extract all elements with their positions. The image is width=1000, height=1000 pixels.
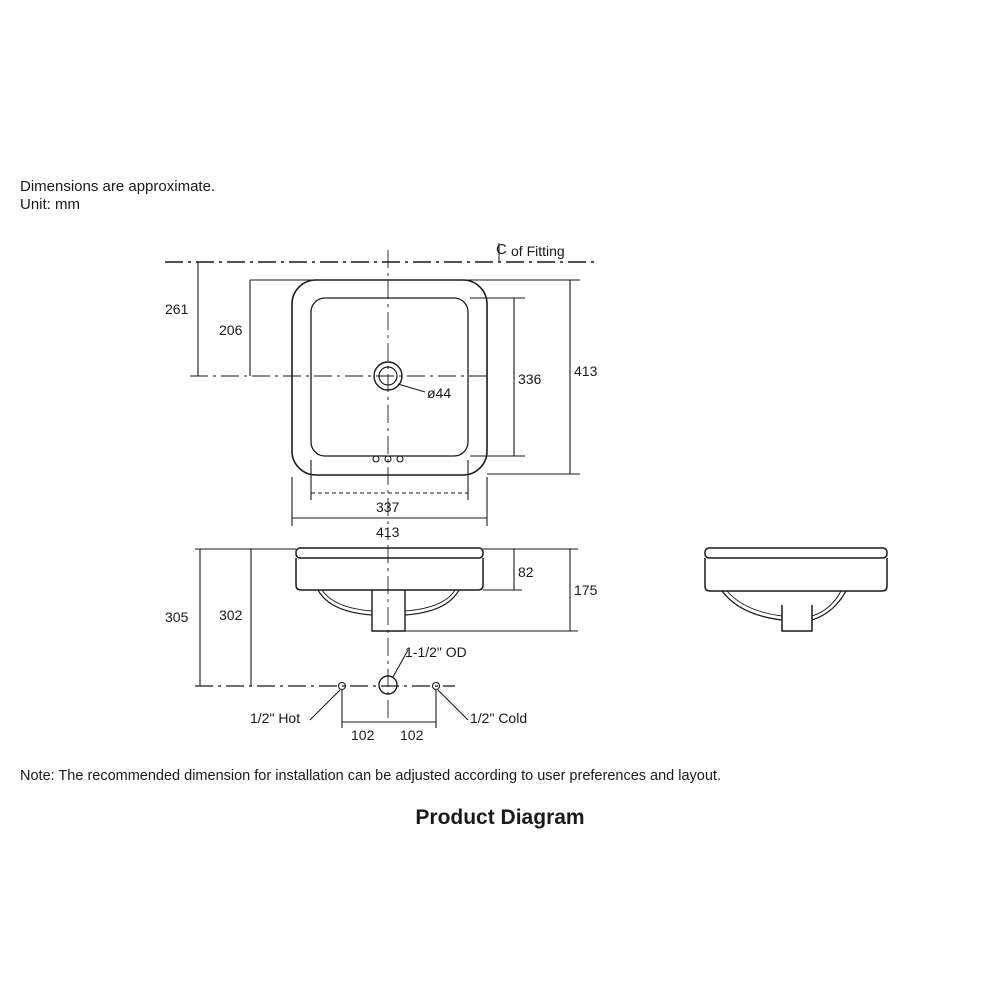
drain-leader [397,383,426,393]
dim-336: 336 [518,371,542,387]
side-drain-tail [781,605,813,632]
hot-label: 1/2" Hot [250,710,300,726]
dim-413-width: 413 [376,524,400,540]
dimensions-note: Dimensions are approximate. Unit: mm [20,178,215,214]
basin-body [295,558,484,591]
tap-hole-right [396,455,404,463]
tap-hole-left [372,455,380,463]
drain-pipe [378,675,398,695]
dim-302: 302 [219,607,243,623]
drain-od-leader [392,649,409,678]
installation-note: Note: The recommended dimension for inst… [20,768,721,784]
dim-206: 206 [219,322,243,338]
top-view [165,250,598,540]
dim-337: 337 [376,499,400,515]
drain-od-label: 1-1/2" OD [405,644,467,660]
tap-hole-center [384,455,392,463]
dim-drain-diameter: ø44 [427,385,451,401]
hot-supply [337,681,347,691]
top-view-labels: C of Fitting 261 206 336 413 ø44 337 413 [165,241,598,540]
dim-305: 305 [165,609,189,625]
dim-175: 175 [574,582,598,598]
side-rim [704,547,888,559]
dim-261: 261 [165,301,189,317]
basin-outer-outline [291,279,488,476]
dim-82: 82 [518,564,534,580]
dim-102-left: 102 [351,727,375,743]
dim-102-right: 102 [400,727,424,743]
cold-leader [437,689,469,721]
side-body [704,558,888,592]
cold-supply [431,681,441,691]
drain-tail [371,590,406,632]
front-view-labels: 82 175 305 302 1-1/2" OD 1/2" Hot 1/2" C… [165,564,598,743]
approx-note: Dimensions are approximate. [20,178,216,195]
drain-inner-ring [378,366,398,386]
centerline-symbol: C [496,241,507,258]
side-view [704,547,888,632]
drain-outer-ring [373,361,403,391]
side-bowl-curve [721,590,847,621]
dim-413-depth: 413 [574,363,598,379]
basin-bowl-curve [317,589,460,616]
front-view [195,545,578,728]
cold-label: 1/2" Cold [470,710,527,726]
diagram-title: Product Diagram [415,806,585,829]
basin-rim [295,547,484,559]
unit-note: Unit: mm [20,196,80,213]
hot-leader [309,689,341,721]
centerline-label: of Fitting [511,243,565,259]
basin-inner-bowl [310,297,469,457]
